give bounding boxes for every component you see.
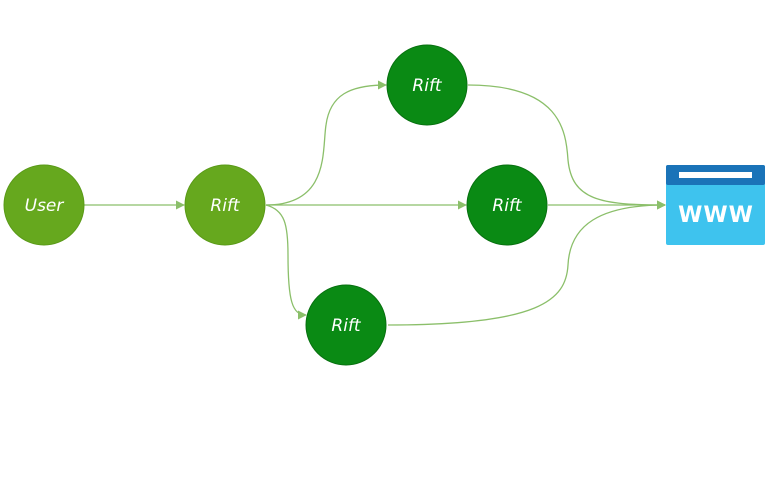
website-address-bar: [679, 172, 752, 178]
node-rift-entry-label: Rift: [210, 196, 241, 216]
website-label: WWW: [678, 203, 754, 228]
edge-rift-top-to-website: [467, 84, 666, 210]
edges: [84, 80, 666, 326]
edge-rift-to-rift-bottom: [265, 204, 307, 320]
node-rift-bottom: Rift: [305, 284, 387, 366]
node-rift-middle: Rift: [466, 164, 548, 246]
node-user-label: User: [25, 196, 65, 216]
node-rift-middle-label: Rift: [492, 196, 523, 216]
node-rift-top: Rift: [386, 44, 468, 126]
edge-rift-bottom-to-website: [387, 200, 666, 326]
node-rift-entry: Rift: [184, 164, 266, 246]
node-rift-bottom-label: Rift: [331, 316, 362, 336]
website-icon: WWW: [666, 165, 765, 245]
node-rift-top-label: Rift: [412, 76, 443, 96]
node-user: User: [3, 164, 85, 246]
edge-rift-to-rift-top: [265, 80, 387, 206]
